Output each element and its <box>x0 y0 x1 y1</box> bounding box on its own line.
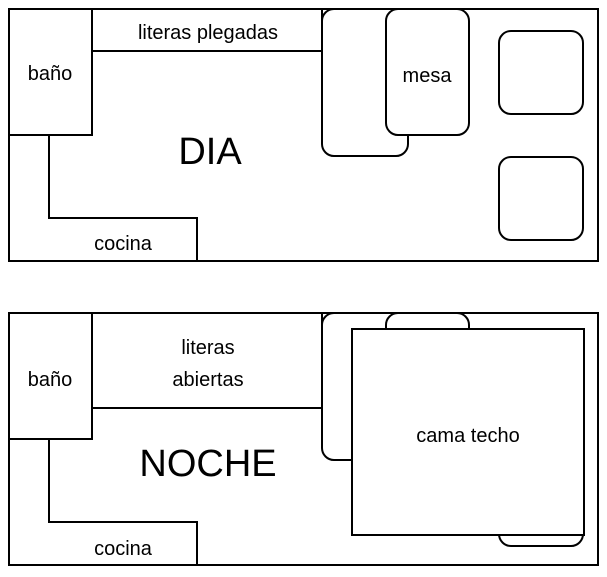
day-kitchen-label: cocina <box>94 233 153 255</box>
day-table <box>385 8 470 136</box>
day-bunks-label: literas plegadas <box>138 22 278 44</box>
night-roof-bed-label: cama techo <box>416 425 519 447</box>
night-bunks-label-line2: abiertas <box>172 369 243 391</box>
night-plan: baño literas abiertas cocina NOCHE cama … <box>8 312 599 566</box>
day-front-seat-bottom <box>498 156 584 241</box>
day-mode-title: DIA <box>178 131 242 173</box>
night-bathroom <box>8 312 93 440</box>
night-roof-bed <box>351 328 585 536</box>
night-bathroom-label: baño <box>28 369 73 391</box>
day-table-label: mesa <box>403 65 453 87</box>
night-bunks-open <box>92 313 323 409</box>
night-mode-title: NOCHE <box>139 443 276 485</box>
day-front-seat-top <box>498 30 584 115</box>
night-kitchen-counter <box>48 439 198 565</box>
night-bunks-label-line1: literas <box>181 337 234 359</box>
day-bathroom <box>8 8 93 136</box>
night-kitchen-label: cocina <box>94 538 153 560</box>
day-bathroom-label: baño <box>28 63 73 85</box>
day-plan: baño literas plegadas cocina DIA mesa <box>8 8 599 262</box>
day-kitchen-counter <box>48 135 198 261</box>
